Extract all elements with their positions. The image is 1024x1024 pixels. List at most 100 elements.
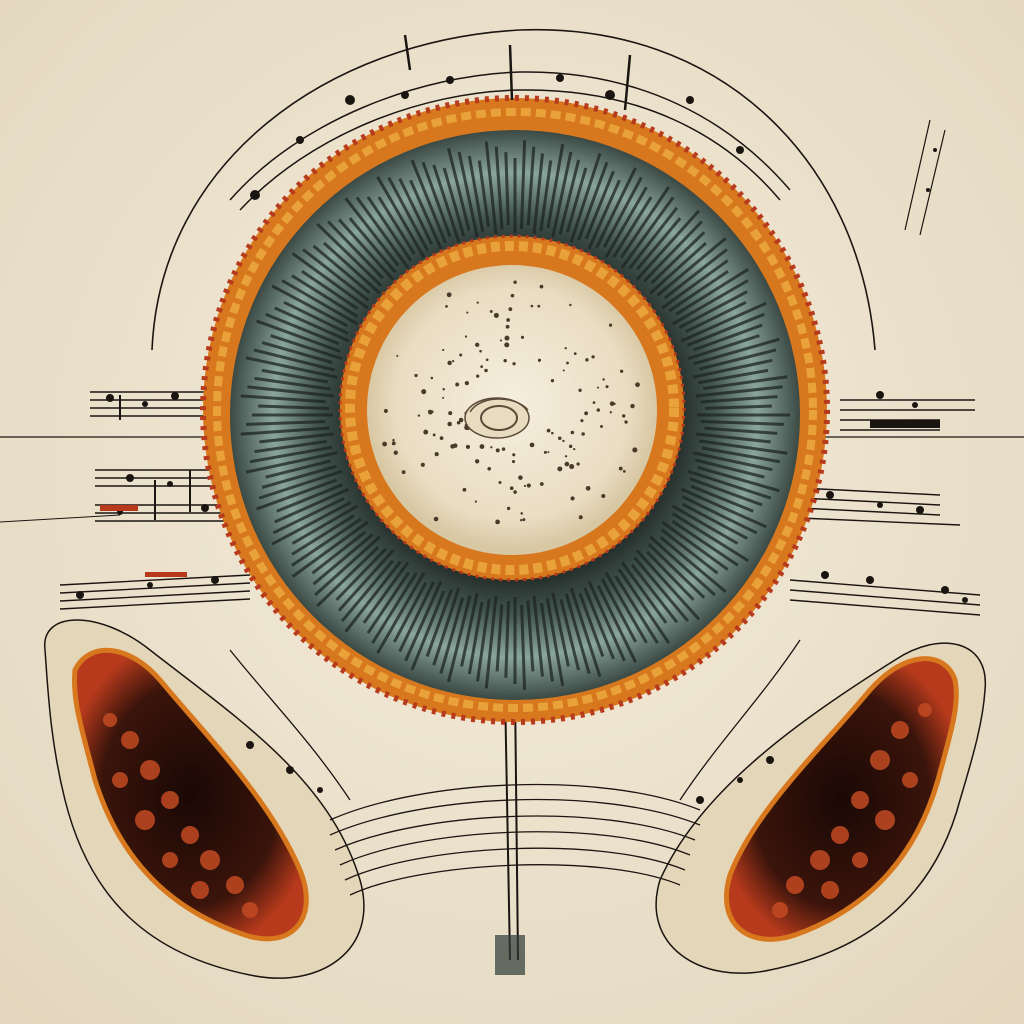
pupil-dot	[569, 464, 575, 470]
teal-stripe	[340, 559, 395, 623]
teal-stripe	[421, 161, 452, 237]
teal-stripe	[587, 580, 626, 662]
teal-stripe	[460, 592, 479, 667]
pupil-dot	[464, 335, 468, 338]
teal-stripe	[261, 464, 337, 489]
teal-stripe	[620, 561, 668, 624]
teal-stripe	[425, 589, 453, 658]
teal-stripe	[398, 581, 435, 653]
pupil-dot	[383, 408, 388, 414]
teal-stripe	[693, 323, 763, 352]
pupil-dot	[585, 485, 591, 491]
pupil-dot	[539, 482, 544, 486]
pupil-dot	[630, 403, 635, 409]
teal-stripe	[565, 167, 588, 233]
teal-stripe	[274, 306, 350, 343]
teal-stripe	[643, 220, 703, 283]
teal-stripe	[701, 446, 781, 464]
pupil-dot	[382, 441, 388, 447]
pupil-dot	[618, 466, 623, 471]
teal-stripe	[467, 155, 485, 233]
teal-stripe	[274, 487, 350, 524]
pupil-dot	[489, 310, 493, 313]
pupil-dot	[608, 323, 613, 327]
teal-stripe	[335, 547, 387, 601]
pupil-dot	[479, 444, 485, 449]
teal-stripe	[569, 152, 602, 243]
pupil-dot	[504, 342, 510, 348]
teal-stripe	[630, 563, 679, 624]
teal-stripe	[254, 439, 328, 454]
pupil-dot	[510, 293, 515, 298]
music-notes-right	[821, 148, 968, 603]
teal-stripe	[253, 348, 335, 372]
teal-stripe	[409, 179, 443, 250]
pupil-dot	[495, 519, 500, 525]
teal-stripe	[316, 222, 383, 287]
pupil-dot	[434, 451, 439, 457]
teal-stripe	[682, 502, 748, 540]
pupil-dot	[428, 409, 432, 414]
teal-stripe	[600, 578, 637, 643]
teal-stripe	[327, 220, 385, 280]
teal-stripe	[695, 432, 771, 444]
teal-stripe	[671, 512, 750, 562]
pupil-dot	[495, 448, 500, 453]
teal-stripe	[366, 571, 410, 634]
pupil-dot	[530, 304, 534, 308]
pupil-dot	[512, 453, 516, 457]
pupil-dot	[537, 358, 542, 362]
teal-stripe	[663, 248, 728, 300]
teal-stripe	[692, 451, 773, 472]
ink-lobe-left	[44, 619, 365, 979]
pupil-dot	[613, 402, 616, 406]
teal-stripe	[245, 451, 338, 474]
pupil-dot	[562, 439, 565, 443]
outer-arcs	[0, 28, 1024, 523]
teal-stripe	[697, 368, 769, 385]
teal-stripe	[311, 530, 367, 575]
pupil-dot	[442, 396, 445, 399]
teal-stripe	[337, 549, 395, 612]
teal-stripe	[681, 495, 758, 535]
pupil-dot	[573, 448, 576, 451]
pupil-dot	[487, 466, 492, 471]
teal-stripe	[291, 252, 369, 310]
pupil-dot	[605, 385, 609, 389]
teal-stripe	[495, 604, 504, 672]
teal-stripe	[271, 284, 348, 328]
pupil-dot	[520, 518, 523, 522]
teal-stripe	[661, 520, 729, 571]
teal-stripe	[316, 545, 380, 608]
pupil-dot	[480, 365, 484, 368]
pupil-dot	[622, 470, 626, 473]
pupil-dot	[479, 349, 482, 353]
teal-stripe	[539, 160, 553, 232]
teal-stripe	[595, 167, 637, 249]
teal-stripe	[348, 217, 397, 274]
teal-stripe	[504, 152, 510, 226]
lower-staff-lines	[229, 639, 801, 961]
pupil-dots	[382, 280, 640, 525]
teal-stripe	[687, 334, 760, 361]
teal-stripe	[587, 179, 621, 250]
pupil-dot	[529, 442, 535, 448]
teal-stripe	[270, 334, 343, 361]
pupil-dot	[551, 431, 554, 435]
teal-stripe	[245, 356, 338, 379]
pupil-dot	[526, 483, 531, 488]
teal-stripe	[362, 561, 410, 624]
teal-stripe	[532, 595, 544, 677]
top-notation	[229, 34, 791, 211]
pupil-dot	[609, 411, 612, 414]
pupil-dot	[609, 401, 615, 406]
pupil-dot	[459, 353, 463, 357]
pupil-dot	[465, 444, 471, 449]
pupil-dot	[573, 352, 577, 356]
teal-stripe	[387, 176, 430, 252]
teal-stripe	[447, 147, 471, 232]
teal-stripe	[704, 426, 778, 435]
pupil-dot	[564, 461, 570, 467]
pupil-dot	[580, 419, 584, 423]
teal-stripe	[526, 146, 536, 226]
